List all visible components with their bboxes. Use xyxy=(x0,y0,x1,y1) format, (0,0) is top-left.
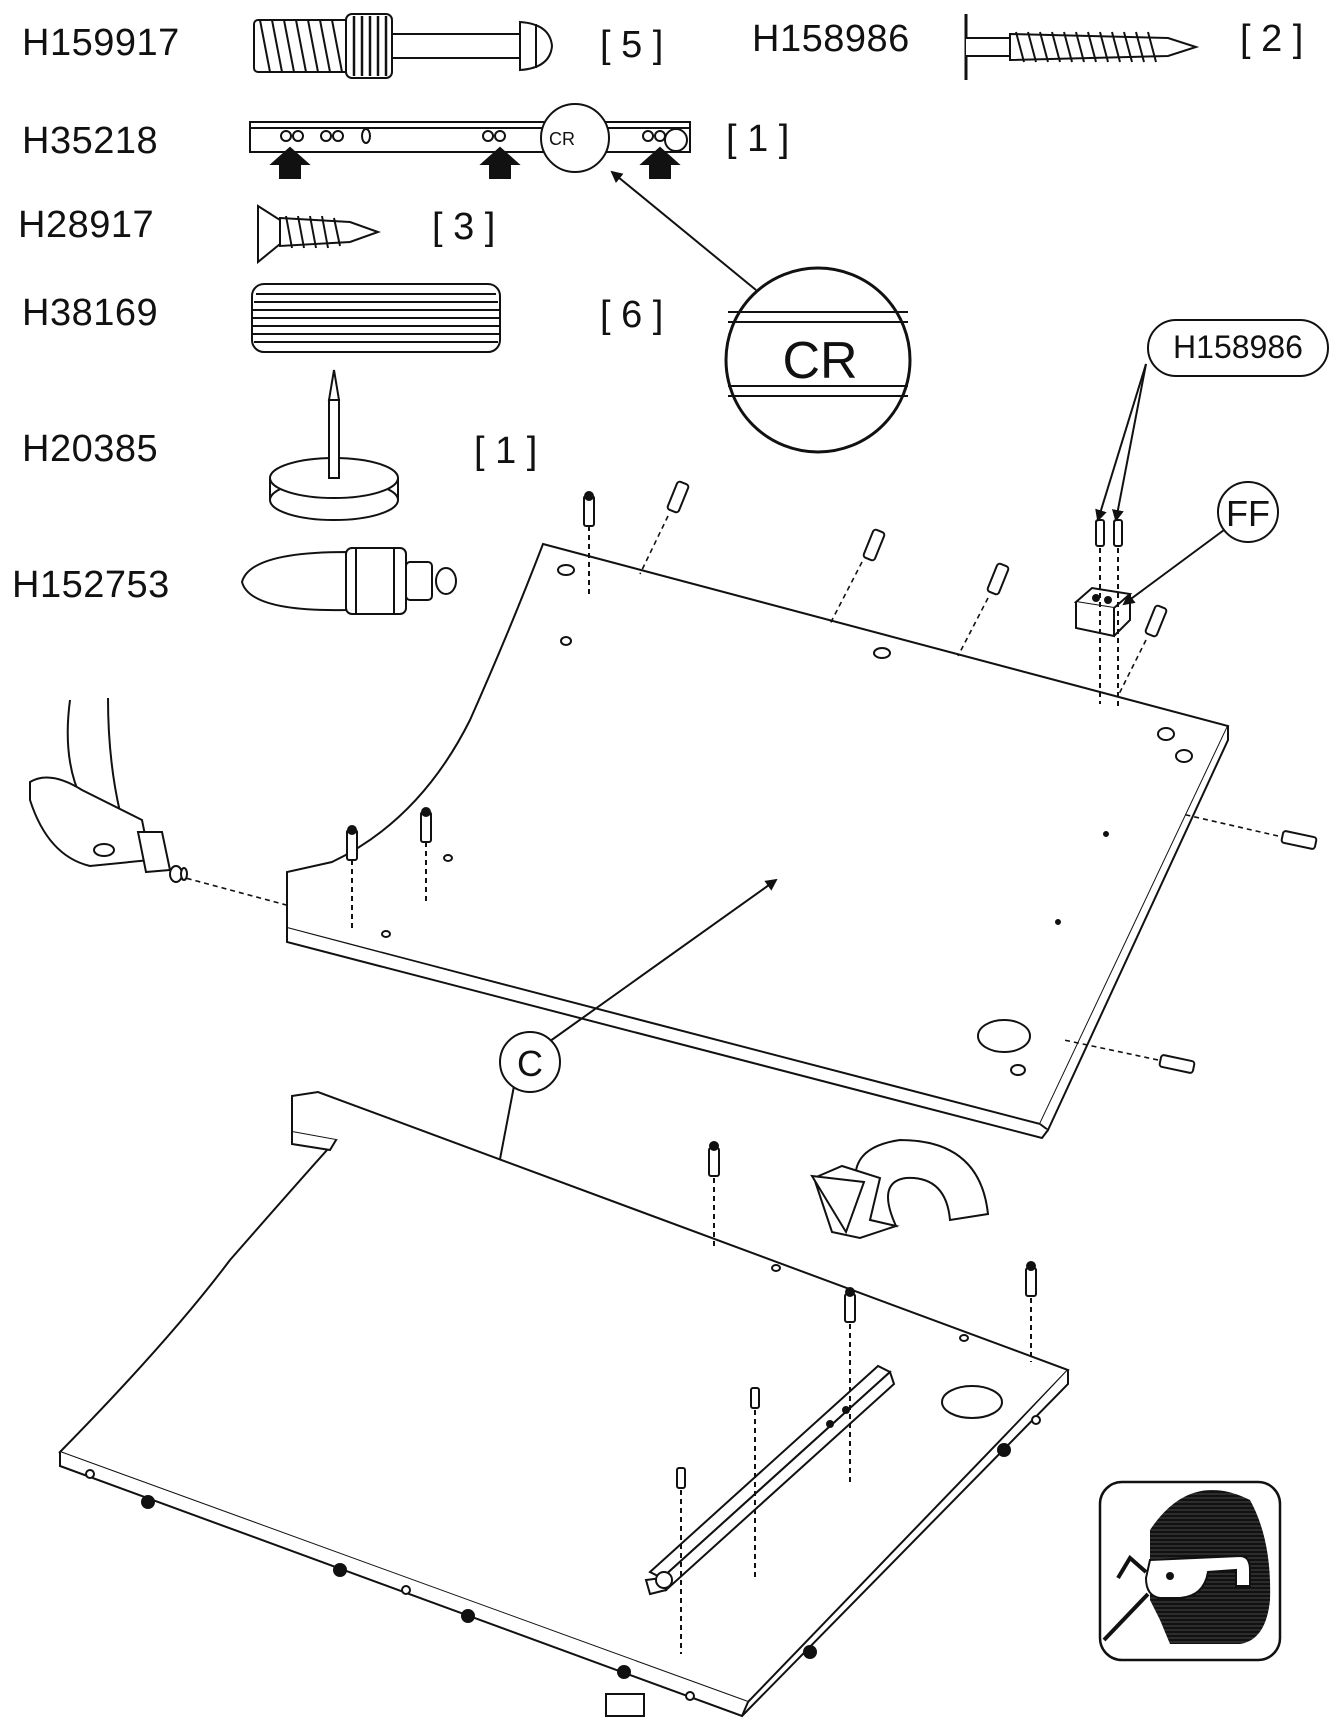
rotate-arrow-icon xyxy=(810,1138,990,1240)
panel-dowel-leaders xyxy=(177,515,1279,1061)
hammer-icon xyxy=(29,697,188,883)
cam-bolt-part xyxy=(253,13,554,79)
long-screw-part xyxy=(964,14,1200,80)
part-qty-h20385: [ 1 ] xyxy=(474,430,538,472)
part-code-h38169: H38169 xyxy=(22,292,159,334)
top-panel xyxy=(286,542,1230,1140)
dowel-part xyxy=(251,283,501,353)
part-code-h20385: H20385 xyxy=(22,428,159,470)
screw-ref-label: H158986 xyxy=(1173,329,1303,365)
bottom-panel-bolts xyxy=(676,1141,1037,1489)
panel-callout-label: C xyxy=(517,1043,543,1084)
rail-zoom-circle xyxy=(724,266,912,454)
rail-marking-zoom: CR xyxy=(782,332,857,390)
part-code-h159917: H159917 xyxy=(22,22,180,64)
glide-part xyxy=(269,369,399,521)
part-qty-h38169: [ 6 ] xyxy=(600,294,664,336)
part-code-h152753: H152753 xyxy=(12,564,170,606)
part-qty-h159917: [ 5 ] xyxy=(600,24,664,66)
corner-block xyxy=(1073,586,1133,638)
block-callout-label: FF xyxy=(1226,493,1270,534)
panel-cam-bolts xyxy=(346,491,1123,861)
drawer-rail-part xyxy=(249,103,691,179)
rail-marking-small: CR xyxy=(549,129,575,149)
bumper-part xyxy=(240,547,457,615)
safety-glasses-icon xyxy=(1098,1480,1282,1662)
short-screw-part xyxy=(257,204,381,265)
part-code-h35218: H35218 xyxy=(22,120,159,162)
panel-bolt-leaders xyxy=(351,526,1119,928)
bottom-panel xyxy=(58,1090,1070,1718)
mounted-drawer-rail xyxy=(644,1364,896,1596)
block-callout xyxy=(1122,481,1279,606)
part-qty-h35218: [ 1 ] xyxy=(726,118,790,160)
bottom-panel-leaders xyxy=(680,1178,1032,1654)
part-code-h158986: H158986 xyxy=(752,18,910,60)
panel-dowels xyxy=(666,480,1318,1074)
screw-ref-callout xyxy=(1095,319,1329,522)
zoom-leader xyxy=(610,170,757,291)
part-qty-h28917: [ 3 ] xyxy=(432,206,496,248)
part-qty-h158986: [ 2 ] xyxy=(1240,18,1304,60)
part-code-h28917: H28917 xyxy=(18,204,155,246)
